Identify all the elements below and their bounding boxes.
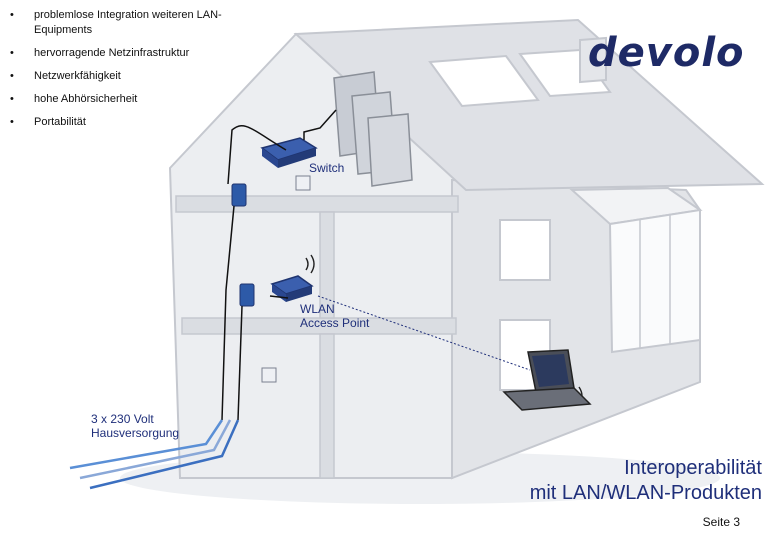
switch-label: Switch [309, 161, 345, 175]
switch-device [260, 137, 318, 168]
access-point-label: WLAN Access Point [300, 302, 369, 330]
chimney [579, 36, 607, 84]
side-window-1 [499, 219, 551, 281]
power-supply-label: 3 x 230 Volt Hausversorgung [91, 412, 179, 440]
inner-wall [319, 211, 335, 319]
access-point-label-line: Access Point [300, 316, 370, 330]
feature-item: hohe Abhörsicherheit [10, 92, 224, 107]
feature-item: Netzwerkfähigkeit [10, 69, 224, 84]
power-supply-label-line: 3 x 230 Volt [91, 412, 154, 426]
server-stack [333, 71, 413, 187]
floor-upper [175, 195, 459, 213]
powerline-adapter [231, 183, 247, 207]
feature-list: problemlose Integration weiteren LAN-Equ… [10, 8, 224, 138]
floor-middle [181, 317, 457, 335]
wireless-link [317, 295, 531, 371]
slide-title-line: mit LAN/WLAN-Produkten [529, 482, 762, 504]
powerline-adapter [239, 283, 255, 307]
feature-item: hervorragende Netzinfrastruktur [10, 46, 224, 61]
feature-item: Portabilität [10, 115, 224, 130]
slide-title-line: Interoperabilität [624, 457, 762, 479]
conservatory-glass [608, 208, 701, 354]
inner-wall-lower [319, 333, 335, 479]
feature-item: problemlose Integration weiteren LAN-Equ… [10, 8, 224, 38]
wifi-waves-icon [305, 254, 315, 274]
network-cables [221, 109, 337, 421]
roof-window-1 [428, 54, 540, 108]
power-supply-label-line: Hausversorgung [91, 426, 180, 440]
laptop-icon [502, 349, 592, 411]
devolo-logo: devolo [588, 30, 745, 76]
wall-socket [295, 175, 311, 191]
access-point-label-line: WLAN [300, 302, 335, 316]
slide-title: Interoperabilität mit LAN/WLAN-Produkten [530, 456, 762, 506]
mains-cables [69, 419, 240, 490]
wall-socket [261, 367, 277, 383]
page-number: Seite 3 [702, 515, 740, 529]
